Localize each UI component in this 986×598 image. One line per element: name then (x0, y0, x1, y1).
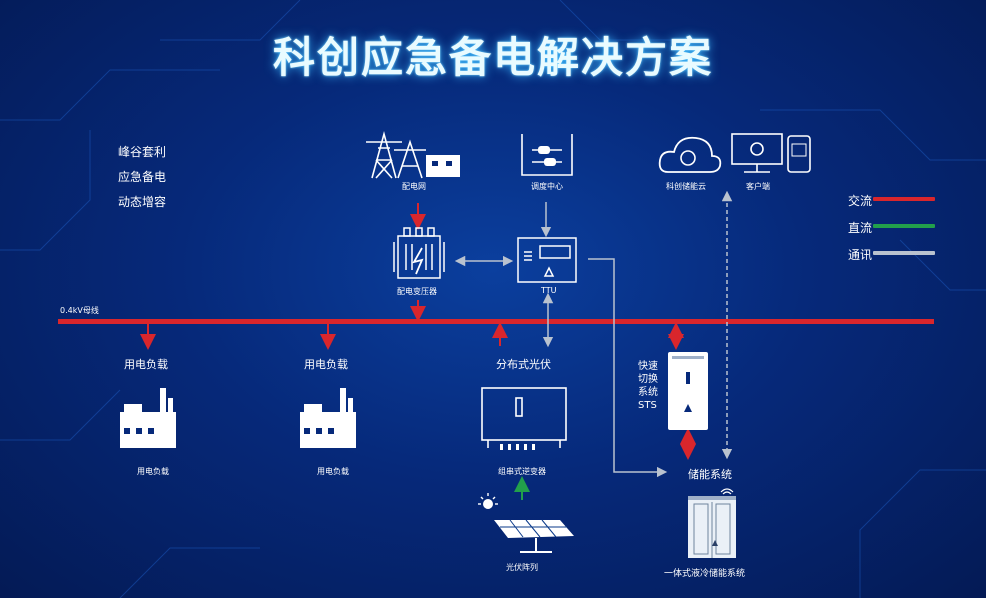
load2-label: 用电负载 (304, 358, 348, 371)
transformer-icon (393, 227, 445, 279)
client-monitor-icon (731, 133, 783, 173)
bus-label: 0.4kV母线 (60, 306, 99, 315)
page-title: 科创应急备电解决方案 (272, 33, 713, 82)
comm-ttu-storage (588, 258, 668, 478)
legend-dc-label: 直流 (848, 221, 873, 235)
pv-array-icon (494, 519, 574, 553)
inverter-icon (481, 387, 567, 448)
feature-peak-valley: 峰谷套利 (118, 145, 167, 159)
transformer-label: 配电变压器 (397, 287, 437, 296)
pv-label: 分布式光伏 (496, 358, 551, 371)
legend-ac-label: 交流 (848, 194, 873, 208)
load1-factory-icon (120, 388, 176, 448)
feature-dynamic-capacity: 动态增容 (118, 195, 167, 209)
legend-comm-label: 通讯 (848, 248, 873, 262)
cloud-label: 科创储能云 (666, 182, 706, 191)
grid-building-icon (426, 155, 460, 177)
inverter-label: 组串式逆变器 (498, 467, 546, 476)
grid-label: 配电网 (402, 182, 426, 191)
legend-ac-line (873, 197, 935, 201)
feature-emergency-backup: 应急备电 (118, 170, 167, 184)
dispatch-center-icon (521, 134, 573, 176)
load2-small-label: 用电负载 (317, 467, 349, 476)
sun-icon (483, 499, 493, 509)
storage-unit-label: 一体式液冷储能系统 (664, 569, 746, 579)
storage-label: 储能系统 (688, 468, 732, 481)
dispatch-label: 调度中心 (531, 182, 563, 191)
ttu-label: TTU (541, 286, 557, 295)
client-phone-icon (787, 135, 811, 173)
legend-comm-line (873, 251, 935, 255)
grid-tower-icon (366, 130, 426, 179)
load1-small-label: 用电负载 (137, 467, 169, 476)
sts-label: 快速 切换 系统 STS (638, 361, 658, 411)
client-label: 客户端 (746, 182, 770, 191)
bus-bar (58, 319, 934, 324)
storage-cabinet-icon (688, 496, 736, 558)
sts-cabinet-icon (668, 352, 708, 430)
pv-array-label: 光伏阵列 (506, 563, 538, 572)
ttu-icon (517, 237, 577, 283)
legend-dc-line (873, 224, 935, 228)
cloud-icon (658, 136, 722, 173)
wifi-icon (720, 488, 734, 495)
load1-label: 用电负载 (124, 358, 168, 371)
load2-factory-icon (300, 388, 356, 448)
